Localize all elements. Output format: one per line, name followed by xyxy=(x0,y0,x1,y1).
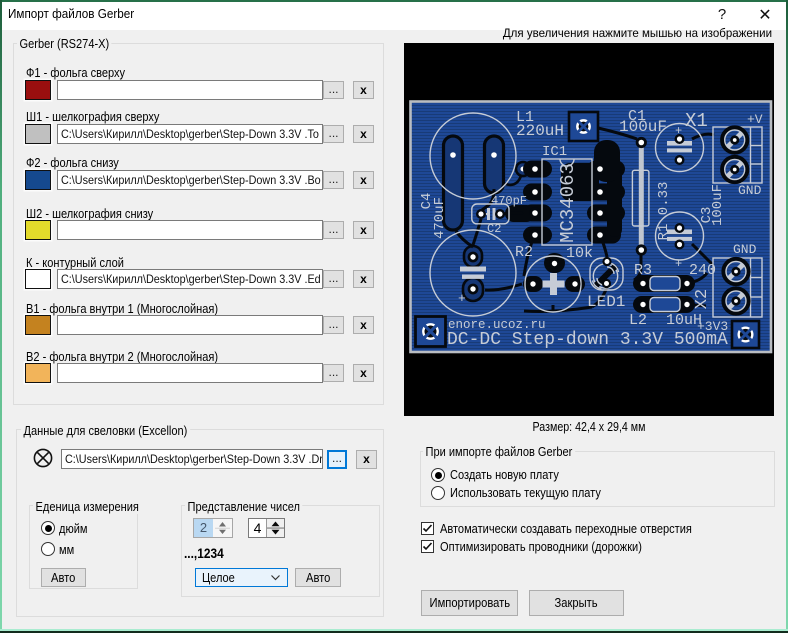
svg-text:X1: X1 xyxy=(685,110,708,132)
svg-text:IC1: IC1 xyxy=(542,144,567,160)
svg-text:C4: C4 xyxy=(419,193,435,210)
svg-text:R3: R3 xyxy=(634,262,652,279)
svg-text:100uF: 100uF xyxy=(710,184,726,226)
svg-text:470uF: 470uF xyxy=(432,197,448,239)
svg-text:+: + xyxy=(675,124,682,138)
svg-text:220uH: 220uH xyxy=(516,122,564,140)
svg-text:C2: C2 xyxy=(487,222,501,236)
svg-text:enore.ucoz.ru: enore.ucoz.ru xyxy=(448,318,546,332)
svg-text:R2: R2 xyxy=(515,244,533,261)
svg-text:+: + xyxy=(675,257,682,271)
svg-text:C1: C1 xyxy=(628,108,646,125)
svg-text:C3: C3 xyxy=(699,207,715,224)
svg-text:R1 0.33: R1 0.33 xyxy=(656,182,672,241)
svg-text:100uF: 100uF xyxy=(619,118,667,136)
svg-text:470pF: 470pF xyxy=(491,194,527,208)
svg-text:L2: L2 xyxy=(629,312,647,329)
svg-text:+: + xyxy=(458,291,466,306)
svg-text:240: 240 xyxy=(689,262,716,279)
svg-text:10k: 10k xyxy=(566,245,593,262)
svg-text:+3V3: +3V3 xyxy=(697,319,728,334)
svg-text:L1: L1 xyxy=(516,109,534,126)
svg-text:GND: GND xyxy=(738,183,762,198)
svg-text:DC-DC Step-down 3.3V 500mA: DC-DC Step-down 3.3V 500mA xyxy=(447,330,728,350)
svg-text:GND: GND xyxy=(733,242,757,257)
svg-text:10uH: 10uH xyxy=(666,312,702,329)
svg-text:X2: X2 xyxy=(693,289,712,309)
svg-text:MC34063: MC34063 xyxy=(557,163,579,243)
svg-text:+V: +V xyxy=(747,112,763,127)
svg-text:LED1: LED1 xyxy=(587,293,625,311)
